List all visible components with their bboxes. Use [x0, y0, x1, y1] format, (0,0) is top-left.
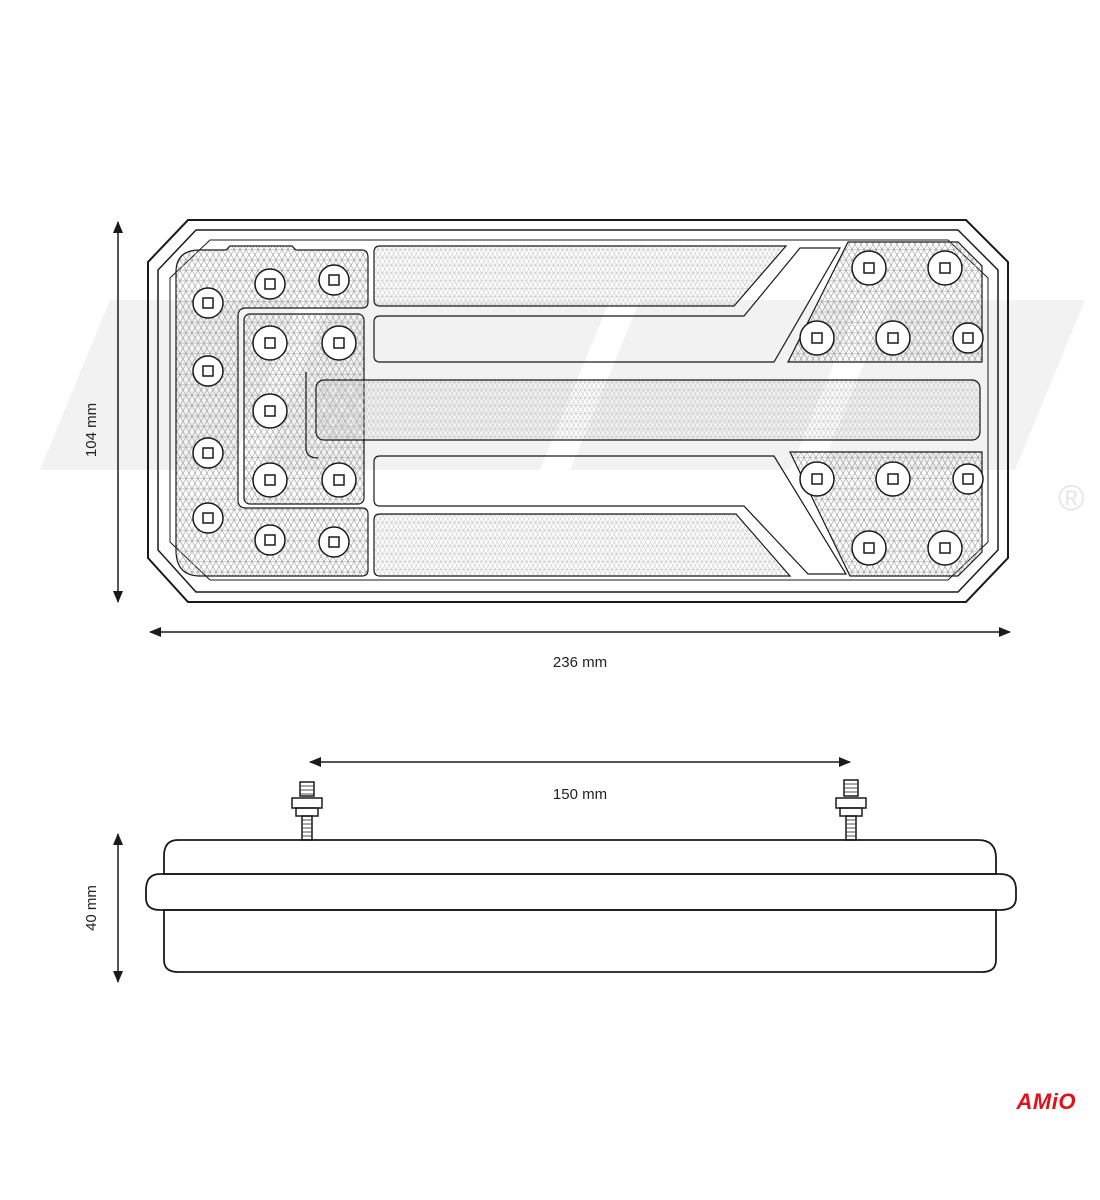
upper-bar-strip	[373, 247, 842, 363]
dimension-height-front: 104 mm	[83, 221, 123, 603]
led	[252, 393, 288, 429]
registered-mark: ®	[1058, 477, 1085, 518]
front-housing-outer	[147, 219, 1009, 603]
led	[192, 355, 224, 387]
mounting-bolt-right	[835, 779, 867, 841]
led	[318, 526, 350, 558]
led	[952, 463, 984, 495]
led	[851, 530, 887, 566]
led-array	[192, 250, 984, 566]
front-housing-inner	[157, 229, 999, 593]
led	[952, 322, 984, 354]
led	[254, 268, 286, 300]
led	[321, 325, 357, 361]
led	[252, 325, 288, 361]
front-view	[147, 219, 1009, 603]
led	[875, 461, 911, 497]
led	[192, 287, 224, 319]
dimension-depth-side: 40 mm	[83, 833, 123, 983]
mount-spacing-label: 150 mm	[553, 786, 607, 803]
led	[321, 462, 357, 498]
led	[254, 524, 286, 556]
left-led-zone	[175, 245, 369, 577]
depth-side-label: 40 mm	[83, 885, 100, 931]
side-body-bottom	[163, 909, 997, 973]
width-front-label: 236 mm	[553, 654, 607, 671]
center-bar	[315, 379, 981, 441]
amio-logo: AMiO	[1016, 1089, 1076, 1114]
dimension-mount-spacing: 150 mm	[309, 757, 851, 803]
mounting-bolt-left	[291, 781, 323, 841]
side-body-lens	[145, 873, 1017, 911]
upper-bar-top	[373, 245, 788, 307]
side-view	[145, 779, 1017, 973]
led	[799, 461, 835, 497]
led	[192, 502, 224, 534]
led	[927, 530, 963, 566]
led	[192, 437, 224, 469]
led	[851, 250, 887, 286]
dimension-width-front: 236 mm	[149, 627, 1011, 671]
lower-bar-strip	[373, 455, 848, 575]
led	[875, 320, 911, 356]
led	[252, 462, 288, 498]
led	[799, 320, 835, 356]
lower-bar-bottom	[373, 513, 792, 577]
led	[318, 264, 350, 296]
side-body-top	[163, 839, 997, 875]
height-front-label: 104 mm	[83, 403, 100, 457]
center-bar-channel	[305, 372, 319, 459]
led	[927, 250, 963, 286]
